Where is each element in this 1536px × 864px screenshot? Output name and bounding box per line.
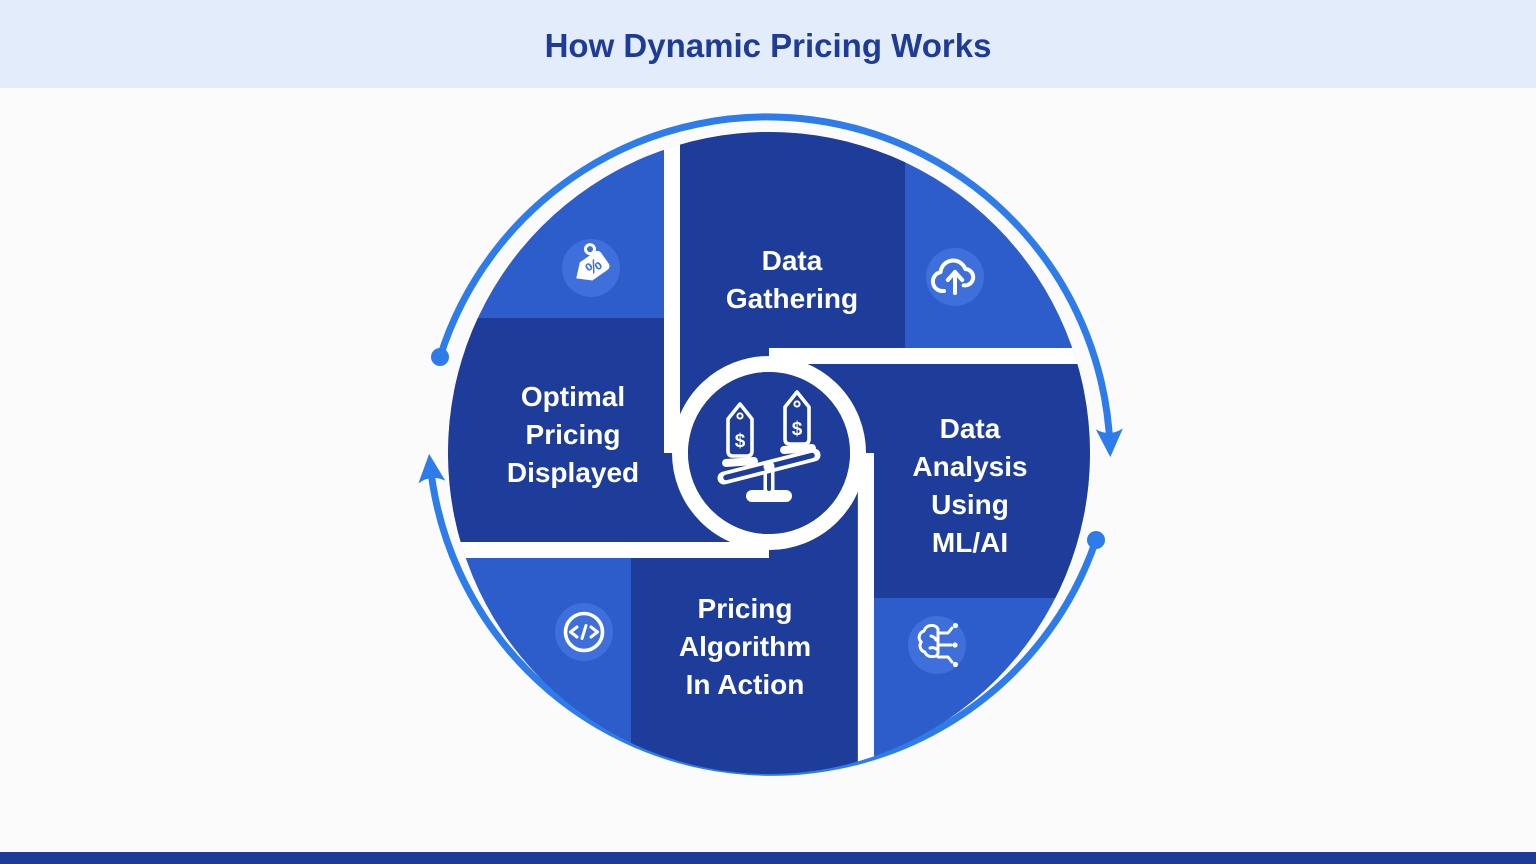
step-pricing-algorithm-line1: Pricing <box>698 593 793 624</box>
divider-strip-top-left <box>664 132 680 453</box>
price-tag-percent-icon: % <box>576 243 610 281</box>
step-pricing-algorithm-line3: In Action <box>686 669 805 700</box>
balance-pivot <box>763 461 775 472</box>
step-data-gathering-line2: Gathering <box>726 283 858 314</box>
code-icon <box>563 611 605 653</box>
right-price-tag: $ <box>783 390 811 446</box>
right-tag-dollar: $ <box>792 419 803 440</box>
flow-arc-bottom-start-dot <box>1087 531 1105 549</box>
step-pricing-algorithm-line2: Algorithm <box>679 631 811 662</box>
center-disc <box>688 372 850 534</box>
step-optimal-pricing-line2: Pricing <box>526 419 621 450</box>
balance-right-platform <box>780 444 816 454</box>
step-optimal-pricing-line1: Optimal <box>521 381 625 412</box>
footer-bar <box>0 852 1536 864</box>
flow-arc-top <box>436 113 1123 458</box>
cloud-upload-icon <box>930 258 976 295</box>
divider-strip-bottom-right <box>858 453 874 774</box>
step-data-gathering-line1: Data <box>762 245 823 276</box>
center-ring <box>672 356 866 550</box>
step-data-analysis-line1: Data <box>940 413 1001 444</box>
step-data-analysis-line3: Using <box>931 489 1009 520</box>
flow-arc-top-start-dot <box>431 348 449 366</box>
header-band <box>0 0 1536 88</box>
balance-scale-price-tags-icon: $ $ <box>717 390 821 502</box>
left-tag-dollar: $ <box>735 431 746 452</box>
cycle-diagram: $ $ % <box>448 132 1090 774</box>
step-data-analysis-line4: ML/AI <box>932 527 1008 558</box>
divider-strip-bottom-left <box>448 542 769 558</box>
step-data-analysis-line2: Analysis <box>912 451 1027 482</box>
divider-strip-top-right <box>769 348 1090 364</box>
page-title: How Dynamic Pricing Works <box>545 27 992 64</box>
step-optimal-pricing-line3: Displayed <box>507 457 639 488</box>
ai-brain-circuit-icon <box>917 622 959 668</box>
left-price-tag: $ <box>726 402 754 458</box>
step-labels: Data Gathering Data Analysis Using ML/AI… <box>507 245 1028 700</box>
balance-left-platform <box>722 457 758 467</box>
